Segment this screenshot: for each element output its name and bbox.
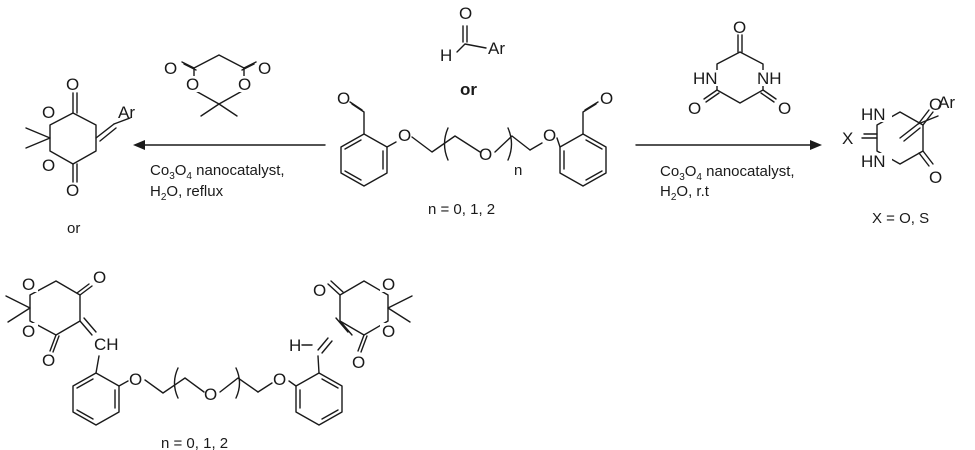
- n-values-center: n = 0, 1, 2: [428, 201, 495, 218]
- barbituric-acid-reagent: O HN NH O O: [688, 18, 791, 118]
- right-ether-o: O: [543, 126, 556, 145]
- bottom-right-ring-o-top: O: [382, 275, 395, 294]
- meldrums-acid-reagent: O O O O: [164, 54, 271, 117]
- meldrum-carbonyl-o-right: O: [258, 59, 271, 78]
- aldehyde-h: H: [440, 46, 452, 65]
- left-product-ring-o-top: O: [42, 103, 55, 122]
- left-product-ar: Ar: [118, 103, 135, 122]
- bottom-right-ring-o-bottom: O: [382, 322, 395, 341]
- bottom-left-ring-o-bottom: O: [22, 322, 35, 341]
- barbituric-nh: NH: [757, 69, 782, 88]
- bottom-right-o-bottom: O: [352, 353, 365, 372]
- left-product-o-bottom: O: [66, 181, 79, 200]
- right-product-ar: Ar: [938, 93, 955, 112]
- aldehyde-ar: Ar: [488, 39, 505, 58]
- bottom-left-ring-o-top: O: [22, 275, 35, 294]
- bottom-left-o-bottom: O: [42, 351, 55, 370]
- right-reaction-arrow: [635, 140, 822, 150]
- bottom-bis-product: O O O O CH O O O O O O O H: [5, 268, 413, 450]
- n-subscript: n: [514, 162, 522, 179]
- left-product: O O O O Ar or: [25, 75, 135, 237]
- meldrum-ring-o-left: O: [186, 75, 199, 94]
- right-product-o-top: O: [929, 95, 942, 114]
- left-cho-o: O: [337, 89, 350, 108]
- barbituric-hn: HN: [693, 69, 718, 88]
- left-catalyst-label: Co3O4 nanocatalyst,: [150, 162, 285, 182]
- right-product-hn-bottom: HN: [861, 152, 886, 171]
- bottom-right-h: H: [289, 336, 301, 355]
- left-reaction-arrow: [133, 140, 326, 150]
- aryl-aldehyde: O H Ar or: [440, 4, 505, 99]
- or-label-center: or: [460, 80, 477, 99]
- bottom-left-ch: CH: [94, 335, 119, 354]
- bottom-n-values: n = 0, 1, 2: [161, 435, 228, 450]
- right-product: HN HN X O O Ar X = O, S: [842, 93, 955, 227]
- bottom-left-o-top: O: [93, 268, 106, 287]
- left-conditions: Co3O4 nanocatalyst, H2O, reflux: [150, 162, 285, 203]
- left-solvent-label: H2O, reflux: [150, 183, 224, 203]
- right-catalyst-label: Co3O4 nanocatalyst,: [660, 163, 795, 183]
- left-product-o-top: O: [66, 75, 79, 94]
- bottom-right-o-top: O: [313, 281, 326, 300]
- right-product-hn-top: HN: [861, 105, 886, 124]
- bottom-ether-o-left: O: [129, 370, 142, 389]
- right-solvent-label: H2O, r.t: [660, 183, 710, 203]
- aldehyde-o: O: [459, 4, 472, 23]
- right-conditions: Co3O4 nanocatalyst, H2O, r.t: [660, 163, 795, 203]
- right-cho-o: O: [600, 89, 613, 108]
- barbituric-o-top: O: [733, 18, 746, 37]
- bis-aldehyde-reagent: O O O n O O n = 0, 1, 2: [337, 89, 613, 218]
- left-product-ring-o-bottom: O: [42, 156, 55, 175]
- bottom-ether-o-middle: O: [204, 385, 217, 404]
- right-product-x-values: X = O, S: [872, 210, 929, 227]
- meldrum-carbonyl-o-left: O: [164, 59, 177, 78]
- middle-ether-o: O: [479, 145, 492, 164]
- meldrum-ring-o-right: O: [238, 75, 251, 94]
- barbituric-o-left: O: [688, 99, 701, 118]
- right-product-x: X: [842, 129, 853, 148]
- left-ether-o: O: [398, 126, 411, 145]
- barbituric-o-right: O: [778, 99, 791, 118]
- left-product-or: or: [67, 220, 80, 237]
- bottom-ether-o-right: O: [273, 370, 286, 389]
- right-product-o-bottom: O: [929, 168, 942, 187]
